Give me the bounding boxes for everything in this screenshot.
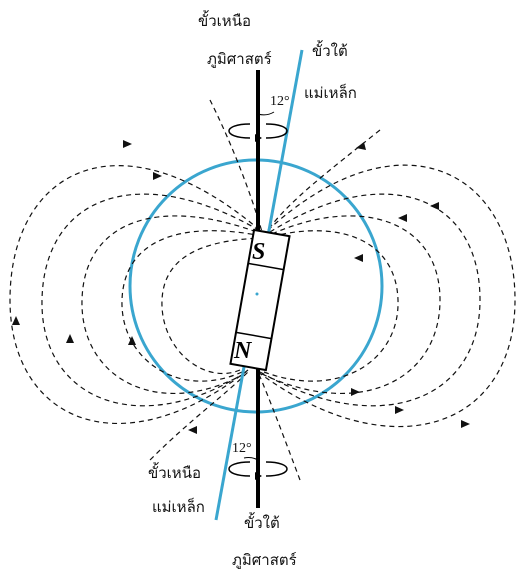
angle-arc-bottom	[243, 457, 259, 461]
arrow-top-right	[356, 142, 366, 150]
arrow-left-4	[66, 334, 74, 343]
bar-magnet	[229, 228, 291, 372]
geo-north-line2: ภูมิศาสตร์	[207, 50, 272, 68]
field-line-right-4	[263, 230, 399, 382]
mag-south-line1: ขั้วใต้	[312, 42, 348, 60]
arrow-right-6	[461, 420, 470, 428]
angle-label-bottom: 12°	[232, 441, 252, 456]
geo-north-line1: ขั้วเหนือ	[198, 12, 251, 30]
angle-arc-top	[257, 111, 275, 116]
field-line-left-4	[121, 230, 263, 382]
magnet-pole-n: N	[234, 338, 252, 364]
field-line-right-3	[261, 215, 441, 395]
arrow-left-6	[188, 426, 197, 434]
mag-north-line1: ขั้วเหนือ	[148, 464, 201, 482]
field-line-bottom-left	[149, 371, 249, 461]
field-line-left-2	[41, 193, 263, 407]
field-lines	[9, 99, 516, 481]
arrow-left-3	[12, 316, 20, 325]
arrow-right-3	[354, 254, 363, 262]
field-arrows	[12, 140, 470, 434]
geo-south-line1: ขั้วใต้	[244, 514, 280, 532]
rotation-indicator-top	[228, 123, 288, 142]
arrow-left-2	[153, 172, 162, 180]
field-line-left-outer	[9, 165, 263, 425]
arrow-right-2	[398, 214, 407, 222]
mag-south-line2: แม่เหล็ก	[304, 84, 357, 102]
mag-north-line2: แม่เหล็ก	[152, 498, 205, 516]
field-line-right-outer	[257, 164, 516, 428]
arrow-left-1	[123, 140, 132, 148]
magnet-pole-s: S	[252, 239, 266, 265]
arrow-right-5	[395, 406, 404, 414]
field-line-right-2	[259, 193, 481, 407]
geo-south-line2: ภูมิศาสตร์	[232, 551, 297, 569]
rotation-indicator-bottom	[228, 461, 288, 480]
arrow-right-1	[430, 202, 439, 210]
arrow-right-4	[351, 388, 360, 396]
field-line-left-3	[81, 215, 263, 395]
angle-label-top: 12°	[270, 94, 290, 109]
earth-center-dot	[255, 292, 259, 296]
field-line-bottom-right	[257, 371, 301, 481]
arrow-left-5	[128, 336, 136, 345]
